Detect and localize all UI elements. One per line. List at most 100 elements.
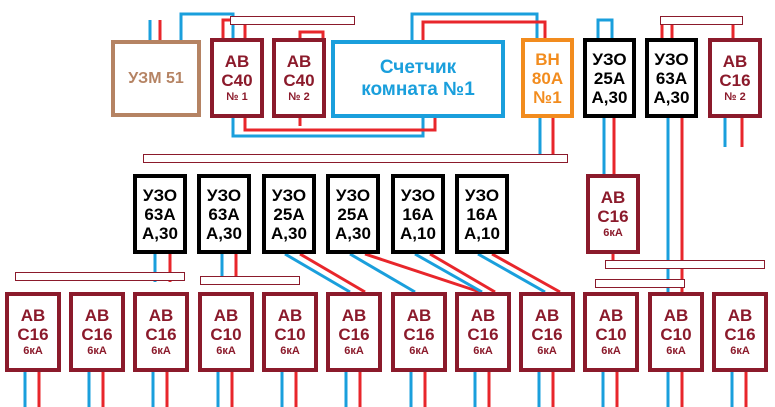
neutral-wire <box>349 252 416 294</box>
breaker-type: АВ <box>663 306 689 325</box>
phase-wire <box>491 252 561 294</box>
breaker-rating: С16 <box>17 325 49 344</box>
rcd-rating: 63А <box>655 68 688 88</box>
phase-wire <box>298 30 325 40</box>
busbar <box>200 276 300 285</box>
phase-wire <box>299 252 366 294</box>
uzm-relay: УЗМ 51 <box>111 40 201 117</box>
breaker-rating: С10 <box>660 325 692 344</box>
switch-number: №1 <box>533 87 562 107</box>
rcd-rating: 63А <box>208 204 240 224</box>
rcd-class: А,30 <box>653 87 690 107</box>
breaker-breaking-capacity: 6кА <box>216 345 236 357</box>
breaker-rating: С16 <box>338 325 370 344</box>
breaker-breaking-capacity: 6кА <box>537 345 557 357</box>
neutral-wire <box>414 252 483 294</box>
breaker-breaking-capacity: 6кА <box>603 227 623 239</box>
breaker-rating: С16 <box>719 71 751 90</box>
rcd-rating: 16А <box>466 204 498 224</box>
breaker-number: № 1 <box>226 91 248 103</box>
breaker-c16-2: АВ С16 № 2 <box>708 38 762 118</box>
neutral-wire <box>477 252 546 294</box>
rcd-type: УЗО <box>464 185 500 205</box>
rcd-rating: 25А <box>593 68 626 88</box>
rcd-type: УЗО <box>142 185 178 205</box>
meter-label-2: комната №1 <box>361 79 475 100</box>
breaker-c16-mid: АВ С16 6кА <box>586 174 640 254</box>
breaker-type: АВ <box>600 188 626 207</box>
neutral-wire <box>231 118 425 138</box>
rcd-type: УЗО <box>335 185 371 205</box>
rcd-class: А,10 <box>400 223 436 243</box>
breaker-rating: С16 <box>81 325 113 344</box>
breaker-c40-2: АВ С40 № 2 <box>272 38 326 118</box>
neutral-wire <box>179 12 235 40</box>
busbar <box>660 16 743 25</box>
breaker-type: АВ <box>470 306 496 325</box>
rcd-type: УЗО <box>400 185 436 205</box>
breaker-breaking-capacity: 6кА <box>730 345 750 357</box>
breaker-breaking-capacity: 6кА <box>601 345 621 357</box>
phase-wire <box>243 118 437 132</box>
breaker-rating: С16 <box>145 325 177 344</box>
meter-label-1: Счетчик <box>379 57 457 78</box>
breaker-c40-1: АВ С40 № 1 <box>210 38 264 118</box>
breaker-type: АВ <box>20 306 46 325</box>
breaker-type: АВ <box>286 52 312 71</box>
breaker-breaking-capacity: 6кА <box>666 345 686 357</box>
breaker-type: АВ <box>84 306 110 325</box>
breaker-breaking-capacity: 6кА <box>344 345 364 357</box>
breaker-rating: С16 <box>597 207 629 226</box>
rcd-class: А,30 <box>591 87 628 107</box>
breaker-rating: С10 <box>595 325 627 344</box>
breaker-rating: С16 <box>724 325 756 344</box>
breaker-type: АВ <box>722 52 748 71</box>
phase-wire <box>364 252 481 294</box>
rcd-rating: 25А <box>273 204 305 224</box>
rcd-type: УЗО <box>592 49 627 69</box>
rcd-rating: 25А <box>337 204 369 224</box>
neutral-wire <box>410 12 539 40</box>
breaker-type: АВ <box>727 306 753 325</box>
busbar <box>230 16 355 25</box>
breaker-breaking-capacity: 6кА <box>23 345 43 357</box>
breaker-rating: С10 <box>274 325 306 344</box>
electricity-meter: Счетчик комната №1 <box>331 40 505 118</box>
rcd-class: А,30 <box>335 223 371 243</box>
breaker-breaking-capacity: 6кА <box>280 345 300 357</box>
rcd-63a: УЗО 63А А,30 <box>645 38 698 118</box>
rcd-class: А,30 <box>142 223 178 243</box>
breaker-type: АВ <box>534 306 560 325</box>
load-switch: ВН 80А №1 <box>521 38 574 118</box>
breaker-rating: С16 <box>403 325 435 344</box>
phase-wire <box>421 20 547 40</box>
switch-rating: 80А <box>531 68 564 88</box>
rcd-class: А,10 <box>464 223 500 243</box>
breaker-breaking-capacity: 6кА <box>87 345 107 357</box>
busbar <box>15 272 185 281</box>
breaker-rating: С10 <box>210 325 242 344</box>
breaker-type: АВ <box>224 52 250 71</box>
breaker-rating: С16 <box>467 325 499 344</box>
breaker-rating: С16 <box>531 325 563 344</box>
rcd-type: УЗО <box>206 185 242 205</box>
busbar <box>595 279 685 288</box>
neutral-wire <box>596 18 614 40</box>
rcd-type: УЗО <box>271 185 307 205</box>
breaker-type: АВ <box>598 306 624 325</box>
